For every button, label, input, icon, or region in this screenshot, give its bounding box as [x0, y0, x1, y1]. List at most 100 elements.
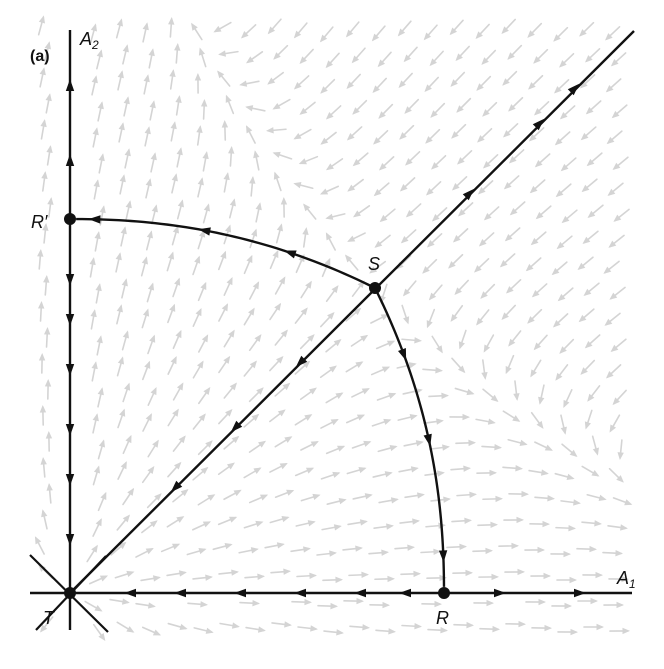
flow-arrowhead: [494, 444, 502, 450]
flow-arrowhead: [403, 316, 409, 324]
flow-arrowhead: [360, 335, 368, 342]
flow-arrowhead: [126, 571, 134, 577]
x-axis-arrow-right: [574, 589, 586, 597]
flow-arrowhead: [117, 304, 123, 312]
flow-arrowhead: [481, 372, 487, 380]
flow-arrowhead: [388, 393, 396, 399]
flow-arrowhead: [148, 602, 156, 608]
flow-arrowhead: [127, 488, 134, 496]
flow-arrowhead: [385, 471, 393, 477]
flow-arrowhead: [355, 545, 363, 551]
flow-arrowhead: [542, 521, 550, 527]
flow-arrowhead: [99, 439, 105, 447]
panel-label: (a): [30, 48, 50, 65]
flow-arrowhead: [93, 413, 99, 421]
flow-arrowhead: [387, 576, 395, 582]
flow-arrowhead: [124, 383, 130, 391]
separatrix-to-R: [375, 288, 444, 587]
flow-arrowhead: [590, 598, 598, 604]
diagonal-arrow-out: [568, 84, 579, 95]
flow-arrowhead: [491, 574, 499, 580]
flow-arrowhead: [511, 543, 519, 549]
flow-arrowhead: [599, 495, 607, 501]
flow-arrowhead: [381, 550, 389, 556]
flow-arrowhead: [544, 625, 552, 631]
flow-arrowhead: [191, 23, 198, 31]
flow-arrowhead: [92, 361, 98, 369]
flow-arrowhead: [168, 17, 174, 25]
flow-arrowhead: [99, 153, 105, 161]
flow-arrowhead: [293, 182, 301, 188]
flow-arrowhead: [116, 252, 122, 260]
flow-arrowhead: [543, 573, 551, 579]
flow-arrowhead: [410, 414, 418, 420]
flow-arrowhead: [305, 281, 312, 289]
x-axis-arrow-left: [124, 589, 136, 597]
flow-arrowhead: [435, 367, 443, 373]
flow-arrowhead: [304, 414, 312, 421]
flow-arrowhead: [326, 163, 334, 170]
flow-arrowhead: [122, 278, 128, 286]
y-axis-label: A2: [79, 29, 99, 52]
flow-arrowhead: [245, 105, 253, 111]
flow-arrowhead: [388, 628, 396, 634]
flow-arrowhead: [538, 397, 544, 405]
flow-arrowhead: [41, 509, 47, 517]
flow-arrowhead: [281, 197, 287, 205]
flow-arrowhead: [518, 621, 526, 627]
flow-arrowhead: [434, 601, 442, 607]
flow-arrowhead: [91, 545, 98, 553]
x-axis-arrow-left: [174, 589, 186, 597]
flow-arrowhead: [325, 214, 333, 220]
flow-arrowhead: [201, 99, 207, 107]
flow-arrowhead: [277, 542, 285, 548]
flow-arrowhead: [427, 320, 433, 328]
flow-arrowhead: [38, 301, 44, 309]
flow-arrowhead: [299, 158, 307, 164]
flow-arrowhead: [204, 203, 210, 211]
flow-arrowhead: [309, 573, 317, 579]
flow-arrowhead: [413, 571, 421, 577]
flow-arrowhead: [126, 200, 132, 208]
flow-arrowhead: [412, 518, 420, 524]
flow-arrowhead: [142, 256, 148, 264]
flow-arrowhead: [589, 546, 597, 552]
flow-arrowhead: [39, 15, 45, 23]
flow-arrowhead: [356, 598, 364, 604]
separatrix-arrow-left: [284, 250, 297, 258]
flow-arrowhead: [180, 624, 188, 630]
flow-arrowhead: [147, 466, 154, 474]
flow-arrowhead: [358, 467, 366, 473]
flow-arrowhead: [567, 474, 575, 480]
y-axis-arrow-down: [66, 424, 74, 436]
flow-arrowhead: [123, 44, 129, 52]
flow-arrowhead: [200, 282, 206, 290]
separatrix-arrow-down: [439, 550, 447, 562]
flow-arrowhead: [174, 278, 180, 286]
flow-arrowhead: [46, 431, 52, 439]
flow-arrowhead: [335, 577, 343, 583]
flow-arrowhead: [202, 151, 208, 159]
flow-arrowhead: [329, 366, 337, 373]
flow-arrowhead: [97, 335, 103, 343]
flow-arrowhead: [144, 74, 150, 82]
flow-arrowhead: [223, 356, 230, 364]
flow-arrowhead: [93, 127, 99, 135]
flow-arrowhead: [206, 628, 214, 634]
flow-arrowhead: [220, 251, 226, 259]
flow-arrowhead: [98, 633, 105, 641]
flow-arrowhead: [143, 308, 149, 316]
flow-arrowhead: [119, 409, 125, 417]
flow-arrowhead: [179, 570, 187, 576]
flow-arrowhead: [563, 551, 571, 557]
flow-arrowhead: [124, 96, 130, 104]
flow-arrowhead: [225, 225, 231, 233]
flow-arrowhead: [361, 572, 369, 578]
flow-arrowhead: [251, 547, 259, 553]
flow-arrowhead: [40, 119, 46, 127]
flow-arrowhead: [459, 341, 465, 349]
flow-arrowhead: [485, 548, 493, 554]
flow-arrowhead: [593, 448, 599, 456]
flow-arrowhead: [337, 446, 345, 452]
flow-arrowhead: [252, 600, 260, 606]
